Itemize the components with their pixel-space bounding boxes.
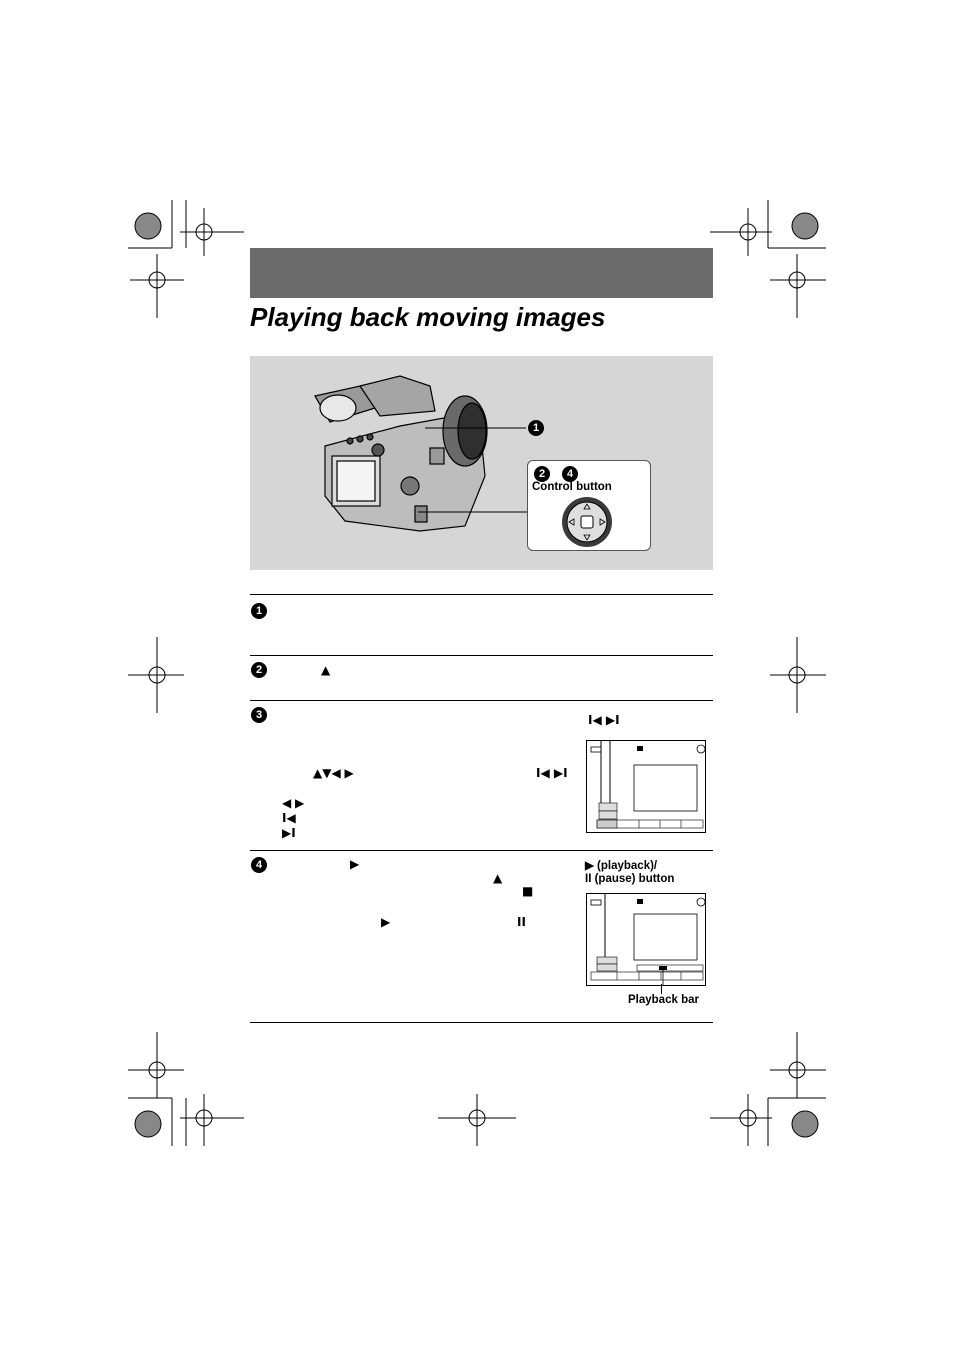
page-title: Playing back moving images <box>250 302 606 332</box>
play-icon: ▶ <box>381 915 391 929</box>
skip-buttons-icon: I◀ ▶I <box>536 766 568 780</box>
left-right-arrows-icon: ◀ ▶ <box>282 796 305 810</box>
stop-icon: ■ <box>522 884 534 898</box>
callout-number-4: 4 <box>562 466 578 482</box>
step-number-2: 2 <box>251 662 267 678</box>
control-button-callout: 2 4 Control button <box>527 460 651 551</box>
up-arrow-icon: ▲ <box>321 663 331 677</box>
step-divider <box>250 655 713 656</box>
pause-button-label: II (pause) button <box>585 873 675 885</box>
skip-back-icon: I◀ <box>282 811 296 825</box>
direction-arrows-icon: ▲▼◀ ▶ <box>313 766 354 780</box>
pause-icon: II <box>517 915 526 929</box>
callout-number-2: 2 <box>534 466 550 482</box>
step-divider <box>250 594 713 595</box>
step-divider <box>250 850 713 851</box>
figure3-skip-label: I◀ ▶I <box>588 713 620 727</box>
lcd-screen-playback <box>586 893 706 986</box>
step-divider <box>250 700 713 701</box>
skip-forward-icon: ▶I <box>282 826 296 840</box>
up-arrow-icon: ▲ <box>493 871 503 885</box>
step-divider <box>250 1022 713 1023</box>
playback-bar-label: Playback bar <box>628 994 699 1006</box>
step-number-1: 1 <box>251 603 267 619</box>
callout-number-1: 1 <box>528 420 544 436</box>
control-button-label: Control button <box>532 481 612 493</box>
playback-bar-leader <box>661 984 662 994</box>
step-number-3: 3 <box>251 707 267 723</box>
control-button-drawing <box>562 497 612 547</box>
step-number-4: 4 <box>251 857 267 873</box>
play-icon: ▶ <box>350 857 360 871</box>
lcd-screen-index <box>586 740 706 833</box>
lcd-screen-drawing <box>590 741 705 829</box>
lcd-playback-drawing <box>590 894 705 985</box>
camera-drawing <box>314 375 527 532</box>
playback-button-label: ▶ (playback)/ <box>585 860 658 872</box>
section-header-bar <box>250 248 713 298</box>
